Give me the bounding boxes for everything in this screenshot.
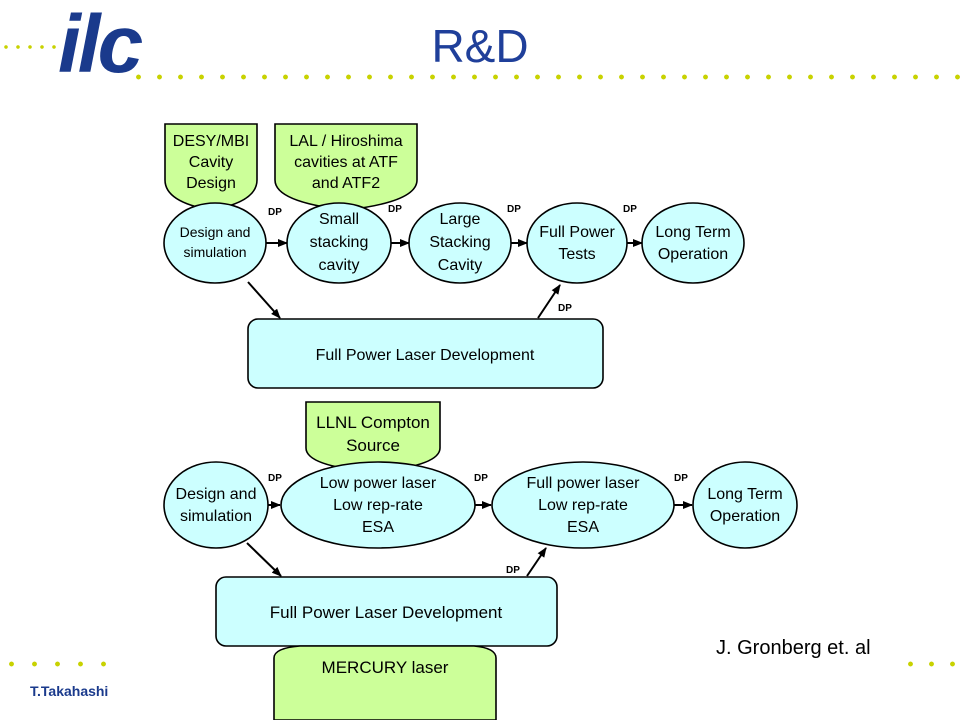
source-llnl-line-2: Source: [346, 436, 400, 455]
source-lal-line-2: cavities at ATF: [294, 154, 398, 171]
source-llnl-compton: LLNL Compton Source: [305, 401, 441, 473]
source-desy-mbi-line-2: Cavity: [189, 154, 233, 171]
top-node-long-term-operation: Long Term Operation: [641, 202, 745, 284]
top-dp-label-1: DP: [268, 207, 282, 218]
top-dp-label-4: DP: [623, 204, 637, 215]
top-node-small-stacking-cavity: Small stacking cavity: [286, 202, 392, 284]
bottom-node-2-line-2: Low rep-rate: [333, 497, 423, 514]
source-lal-line-3: and ATF2: [312, 175, 380, 192]
bottom-node-2-line-1: Low power laser: [320, 475, 437, 492]
dot-row-top-left: [0, 44, 62, 50]
bottom-laser-box-label: Full Power Laser Development: [270, 603, 503, 622]
source-desy-mbi: DESY/MBI Cavity Design: [164, 123, 258, 211]
bottom-node-2-line-3: ESA: [362, 519, 394, 536]
top-node-2-line-2: stacking: [310, 234, 369, 251]
bottom-dp-label-1: DP: [268, 473, 282, 484]
top-node-4-line-1: Full Power: [539, 224, 615, 241]
bottom-node-long-term-operation: Long Term Operation: [692, 461, 798, 549]
bottom-node-4-line-2: Operation: [710, 508, 780, 525]
source-lal-line-1: LAL / Hiroshima: [289, 133, 402, 150]
bottom-node-3-line-3: ESA: [567, 519, 599, 536]
bottom-node-low-power-laser: Low power laser Low rep-rate ESA: [280, 461, 476, 549]
top-node-5-line-1: Long Term: [655, 224, 730, 241]
top-node-3-line-3: Cavity: [438, 257, 482, 274]
top-node-full-power-tests: Full Power Tests: [526, 202, 628, 284]
bottom-dp-label-3: DP: [674, 473, 688, 484]
bottom-node-3-line-1: Full power laser: [527, 475, 641, 492]
bottom-node-1-line-2: simulation: [180, 508, 252, 525]
top-dp-label-2: DP: [388, 204, 402, 215]
source-mercury-label: MERCURY laser: [322, 658, 449, 677]
dot-row-bottom-left: [0, 661, 120, 667]
source-desy-mbi-line-1: DESY/MBI: [173, 133, 249, 150]
top-arrow-down: [247, 281, 281, 319]
ilc-logo: ilc: [58, 0, 143, 90]
top-node-3-line-1: Large: [440, 211, 481, 228]
top-node-2-line-1: Small: [319, 211, 359, 228]
top-arrow-up: [537, 284, 561, 319]
source-lal-hiroshima: LAL / Hiroshima cavities at ATF and ATF2: [274, 123, 418, 211]
top-node-1-line-1: Design and: [180, 224, 251, 240]
bottom-node-3-line-2: Low rep-rate: [538, 497, 628, 514]
dot-row-bottom-right: [900, 661, 960, 667]
source-desy-mbi-line-3: Design: [186, 175, 236, 192]
dot-row-top: [128, 74, 960, 80]
bottom-node-1-line-1: Design and: [176, 486, 257, 503]
top-dp-label-3: DP: [507, 204, 521, 215]
top-laser-development-box: Full Power Laser Development: [247, 318, 604, 389]
source-mercury-laser: MERCURY laser: [273, 645, 497, 720]
bottom-node-4-line-1: Long Term: [707, 486, 782, 503]
top-node-large-stacking-cavity: Large Stacking Cavity: [408, 202, 512, 284]
source-llnl-line-1: LLNL Compton: [316, 413, 430, 432]
bottom-node-full-power-laser: Full power laser Low rep-rate ESA: [491, 461, 675, 549]
top-dp-label-5: DP: [558, 303, 572, 314]
bottom-dp-label-2: DP: [474, 473, 488, 484]
top-node-design-simulation: Design and simulation: [163, 202, 267, 284]
top-node-5-line-2: Operation: [658, 246, 728, 263]
top-node-1-line-2: simulation: [183, 244, 246, 260]
slide-title: R&D: [431, 20, 529, 72]
top-laser-box-label: Full Power Laser Development: [316, 347, 535, 364]
bottom-dp-label-4: DP: [506, 565, 520, 576]
top-node-3-line-2: Stacking: [429, 234, 490, 251]
bottom-node-design-simulation: Design and simulation: [163, 461, 269, 549]
bottom-arrow-up: [526, 547, 547, 577]
top-node-4-line-2: Tests: [558, 246, 595, 263]
top-node-2-line-3: cavity: [319, 257, 360, 274]
author-footer: T.Takahashi: [30, 683, 109, 699]
bottom-arrow-down: [246, 542, 282, 577]
bottom-laser-development-box: Full Power Laser Development: [215, 576, 558, 647]
credit-text: J. Gronberg et. al: [716, 637, 871, 659]
